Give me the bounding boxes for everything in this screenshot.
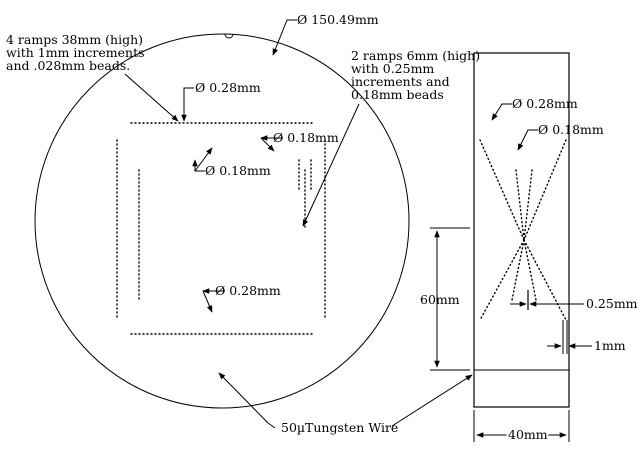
label-side-bead-018: Ø 0.18mm xyxy=(538,122,604,137)
label-height-60mm: 60mm xyxy=(420,292,460,307)
label-ramps-38-line2: with 1mm increments xyxy=(6,45,145,60)
phantom-side-view xyxy=(473,52,570,408)
label-ramps-6-line3: increments and xyxy=(351,74,450,89)
circle-leaders xyxy=(124,19,473,429)
phantom-top-view xyxy=(34,33,410,409)
phantom-circle xyxy=(34,33,410,409)
label-bead-018-right: Ø 0.18mm xyxy=(273,130,339,145)
label-ramps-6-line4: 0.18mm beads xyxy=(351,87,444,102)
label-increment-1mm: 1mm xyxy=(594,338,626,353)
phantom-notch xyxy=(224,33,234,39)
label-bead-028-top: Ø 0.28mm xyxy=(195,80,261,95)
side-block xyxy=(473,52,570,408)
label-side-bead-028: Ø 0.28mm xyxy=(512,96,578,111)
label-outer-diameter: Ø 150.49mm xyxy=(297,12,379,27)
label-bead-028-bottom: Ø 0.28mm xyxy=(215,283,281,298)
label-ramps-6-line1: 2 ramps 6mm (high) xyxy=(351,48,480,63)
label-tungsten-wire: 50µTungsten Wire xyxy=(281,420,398,435)
label-increment-025: 0.25mm xyxy=(586,296,638,311)
label-ramps-6-line2: with 0.25mm xyxy=(351,61,434,76)
label-bead-018-center: Ø 0.18mm xyxy=(205,163,271,178)
label-ramps-38-line1: 4 ramps 38mm (high) xyxy=(6,32,143,47)
side-leaders xyxy=(430,103,592,442)
label-ramps-38-line3: and .028mm beads. xyxy=(6,58,130,73)
label-width-40mm: 40mm xyxy=(508,427,548,442)
